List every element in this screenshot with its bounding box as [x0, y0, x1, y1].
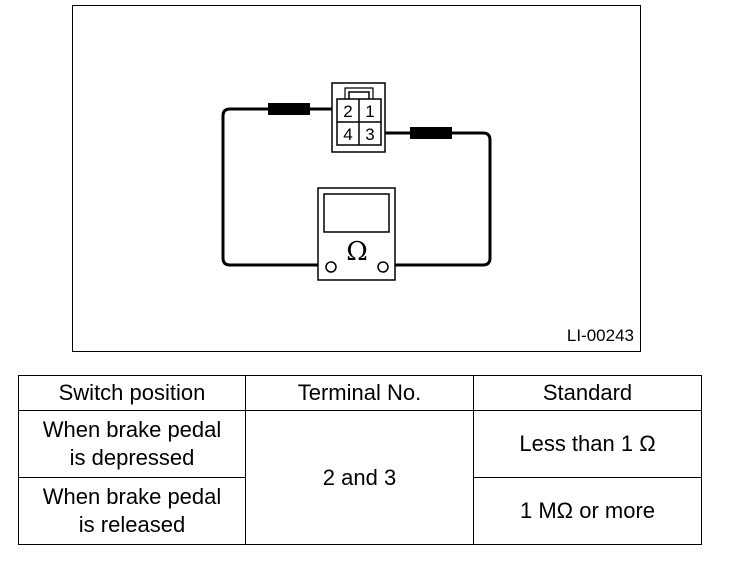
ohmmeter-icon: Ω	[317, 187, 396, 281]
pin-4-label: 4	[343, 125, 352, 144]
ohm-symbol: Ω	[346, 237, 368, 267]
header-switch-position: Switch position	[18, 375, 246, 411]
header-terminal-no: Terminal No.	[245, 375, 474, 411]
table-header-row: Switch position Terminal No. Standard	[18, 375, 702, 411]
figure-id-label: LI-00243	[566, 326, 634, 345]
cell-standard: Less than 1 Ω	[473, 410, 702, 478]
cell-switch-position: When brake pedal is depressed	[18, 410, 246, 478]
cell-switch-position: When brake pedal is released	[18, 477, 246, 545]
pin-1-label: 1	[365, 102, 374, 121]
left-probe-sleeve	[268, 103, 310, 115]
specification-table: Switch position Terminal No. Standard Wh…	[18, 375, 702, 545]
circuit-diagram: 2 1 4 3 Ω	[221, 82, 492, 281]
wiring-diagram-figure: 2 1 4 3 Ω LI-00243	[72, 5, 641, 352]
position-line-2: is depressed	[69, 445, 195, 470]
pin-2-label: 2	[343, 102, 352, 121]
position-line-1: When brake pedal	[42, 417, 222, 442]
table-row: When brake pedal is depressed 2 and 3 Le…	[18, 410, 702, 545]
meter-terminal-left	[325, 261, 337, 273]
right-probe-sleeve	[410, 127, 452, 139]
cell-standard: 1 MΩ or more	[473, 477, 702, 545]
pin-3-label: 3	[365, 125, 374, 144]
table-row: When brake pedal is released 1 MΩ or mor…	[18, 477, 702, 545]
connector-icon: 2 1 4 3	[331, 82, 386, 153]
position-line-1: When brake pedal	[42, 484, 222, 509]
header-standard: Standard	[473, 375, 702, 411]
right-lead-wire	[381, 131, 492, 267]
left-lead-wire	[221, 107, 335, 267]
meter-terminal-right	[377, 261, 389, 273]
cell-terminal-no: 2 and 3	[245, 410, 474, 545]
position-line-2: is released	[78, 512, 186, 537]
